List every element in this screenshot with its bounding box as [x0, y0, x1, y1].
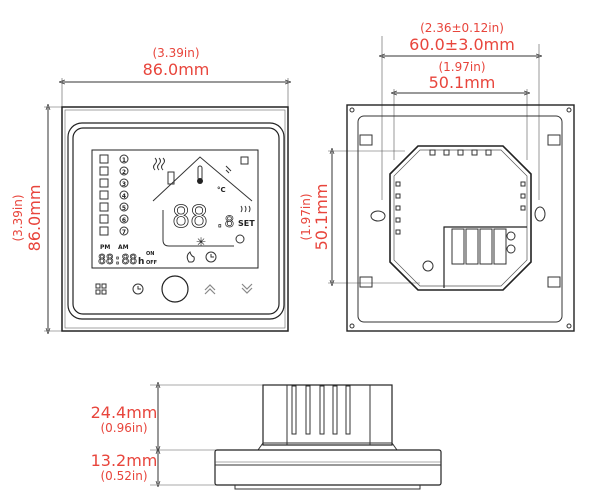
chevron-up-icon[interactable] — [204, 284, 216, 295]
floor-heating-icon — [240, 205, 251, 213]
on-label: ON — [146, 251, 154, 257]
grounding-hole — [422, 260, 434, 272]
rear-housing — [262, 384, 393, 446]
wifi-icon — [225, 165, 232, 174]
terminal-block — [443, 226, 527, 288]
front-view: (3.39in) 86.0mm (3.39in) 86.0mm — [11, 46, 288, 331]
mounting-clip — [359, 276, 373, 288]
menu-button[interactable] — [95, 283, 107, 295]
terminal-fins — [291, 385, 351, 435]
pm-label: PM — [100, 244, 110, 251]
chevron-down-icon[interactable] — [241, 283, 253, 294]
auto-mode-icon — [235, 234, 245, 244]
power-button[interactable] — [161, 275, 189, 303]
back-outer-mm: 60.0±3.0mm — [409, 35, 515, 54]
menu-icon — [95, 283, 101, 289]
program-number: 4 — [122, 193, 126, 200]
front-height-inches: (3.39in) — [11, 194, 25, 241]
lock-icon — [240, 156, 249, 165]
front-width-inches: (3.39in) — [152, 46, 199, 60]
screw-hole — [534, 206, 546, 222]
program-number: 1 — [122, 157, 126, 164]
snowflake-icon: ✳ — [196, 235, 206, 249]
temperature-decimal: .8 — [215, 212, 234, 231]
thermometer-icon — [197, 165, 203, 181]
chimney-icon — [167, 171, 175, 185]
schedule-clock-icon — [205, 251, 217, 263]
flame-icon — [186, 251, 195, 263]
clock-button[interactable] — [132, 283, 144, 295]
unit-label: °C — [217, 186, 226, 194]
back-outer-inches: (2.36±0.12in) — [420, 21, 504, 35]
body-depth-mm: 24.4mm — [91, 403, 158, 422]
temperature-digits: 88 — [172, 200, 208, 235]
front-width-mm: 86.0mm — [143, 60, 210, 79]
set-label: SET — [238, 219, 255, 228]
screw-hole — [370, 210, 386, 222]
program-number: 5 — [122, 205, 126, 212]
side-view: 24.4mm (0.96in) 13.2mm (0.52in) — [91, 384, 442, 490]
back-height-inches: (1.97in) — [299, 193, 313, 240]
time-digits: 88:88 — [98, 253, 137, 268]
back-plate — [346, 104, 575, 332]
front-panel-profile — [214, 449, 442, 486]
bezel — [67, 122, 285, 320]
back-height-mm: 50.1mm — [312, 184, 331, 251]
heating-waves-icon — [153, 157, 165, 171]
program-number: 6 — [122, 217, 126, 224]
hours-unit: h — [138, 257, 144, 267]
front-height-mm: 86.0mm — [25, 185, 44, 252]
mounting-clip — [359, 134, 373, 146]
program-number: 7 — [122, 229, 126, 236]
off-label: OFF — [146, 260, 157, 266]
house-roof-icon — [152, 156, 253, 202]
back-inner-mm: 50.1mm — [429, 73, 496, 92]
program-number: 2 — [122, 169, 126, 176]
am-label: AM — [118, 244, 129, 251]
junction-box — [389, 145, 532, 291]
plate-depth-inches: (0.52in) — [100, 469, 147, 483]
mounting-clip — [547, 134, 561, 146]
back-view: (2.36±0.12in) 60.0±3.0mm (1.97in) 50.1mm… — [299, 21, 575, 332]
program-number: 3 — [122, 181, 126, 188]
program-icons — [99, 154, 109, 236]
front-plate — [61, 106, 289, 332]
back-inner-inches: (1.97in) — [438, 60, 485, 74]
mounting-clip — [547, 276, 561, 288]
body-depth-inches: (0.96in) — [100, 421, 147, 435]
lcd-screen: 1 2 3 4 5 6 7 PM AM 88:88 h ON OFF — [91, 149, 259, 269]
clock-icon — [132, 283, 144, 295]
plate-depth-mm: 13.2mm — [91, 451, 158, 470]
